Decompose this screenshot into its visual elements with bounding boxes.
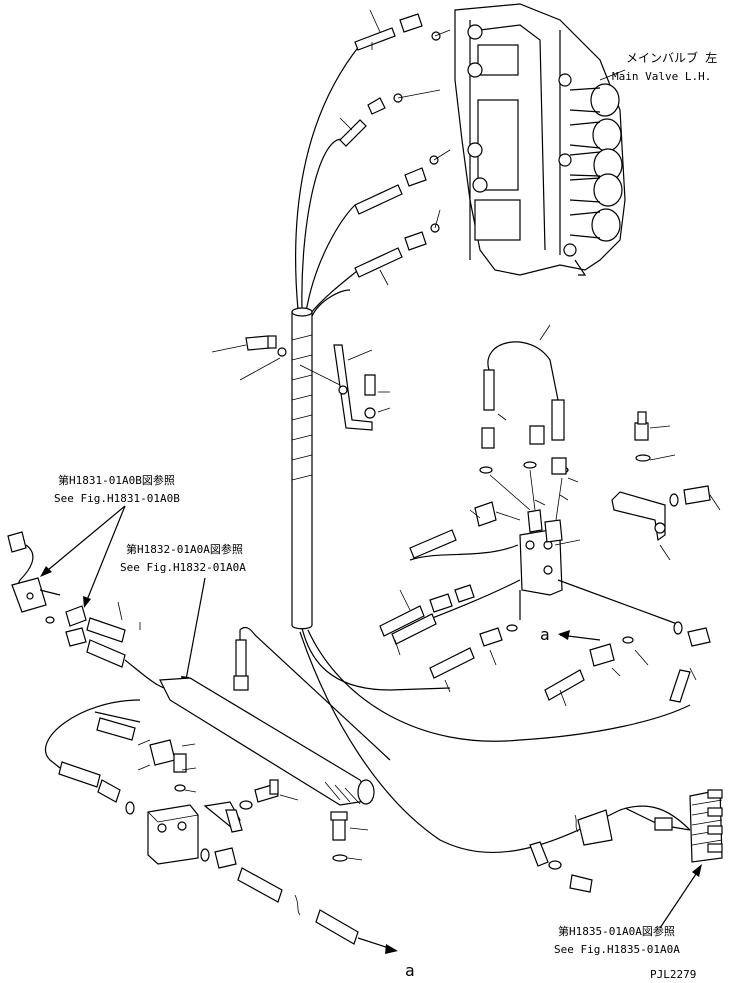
middle-hose-fittings — [379, 509, 711, 707]
hose-fitting-top-1 — [354, 9, 441, 51]
hose-fitting-top-4 — [354, 223, 440, 286]
bolt-left — [211, 335, 287, 381]
bottom-left-chain: a — [200, 847, 415, 980]
arrow-a-middle: a — [540, 625, 601, 644]
lower-clamp — [203, 779, 369, 862]
arrow-a-label-2: a — [405, 961, 415, 980]
lower-left-fittings — [58, 717, 197, 815]
bottom-right-parts — [529, 807, 691, 893]
manifold-rack — [689, 789, 723, 863]
valve-block-icon — [519, 509, 563, 596]
left-fittings — [65, 601, 176, 691]
arrow-a-label-1: a — [540, 625, 550, 644]
right-bracket — [611, 411, 721, 561]
hose-fitting-top-2 — [339, 93, 403, 147]
upper-hose-bundle — [291, 44, 361, 630]
solenoid-stack — [569, 83, 623, 242]
right-fittings — [474, 324, 581, 546]
ref2-label-en: See Fig.H1832-01A0A — [120, 561, 246, 574]
ref2-label-jp: 第H1832-01A0A図参照 — [126, 542, 243, 556]
ref3-label-jp: 第H1835-01A0A図参照 — [558, 924, 675, 938]
main-valve-label-jp: メインバルブ 左 — [626, 50, 717, 65]
hose-fitting-top-3 — [354, 155, 439, 215]
solenoid-connector-icon — [7, 531, 61, 624]
clamp-bracket — [299, 344, 391, 431]
main-valve-assembly-icon — [454, 3, 626, 276]
drawing-code: PJL2279 — [650, 968, 696, 981]
ref1-label-jp: 第H1831-01A0B図参照 — [58, 473, 175, 487]
long-hose-left — [159, 626, 391, 806]
ref1-label-en: See Fig.H1831-01A0B — [54, 492, 180, 505]
manifold-connector-icon — [147, 804, 199, 865]
ref3-label-en: See Fig.H1835-01A0A — [554, 943, 680, 956]
main-valve-label-en: Main Valve L.H. — [612, 70, 711, 83]
